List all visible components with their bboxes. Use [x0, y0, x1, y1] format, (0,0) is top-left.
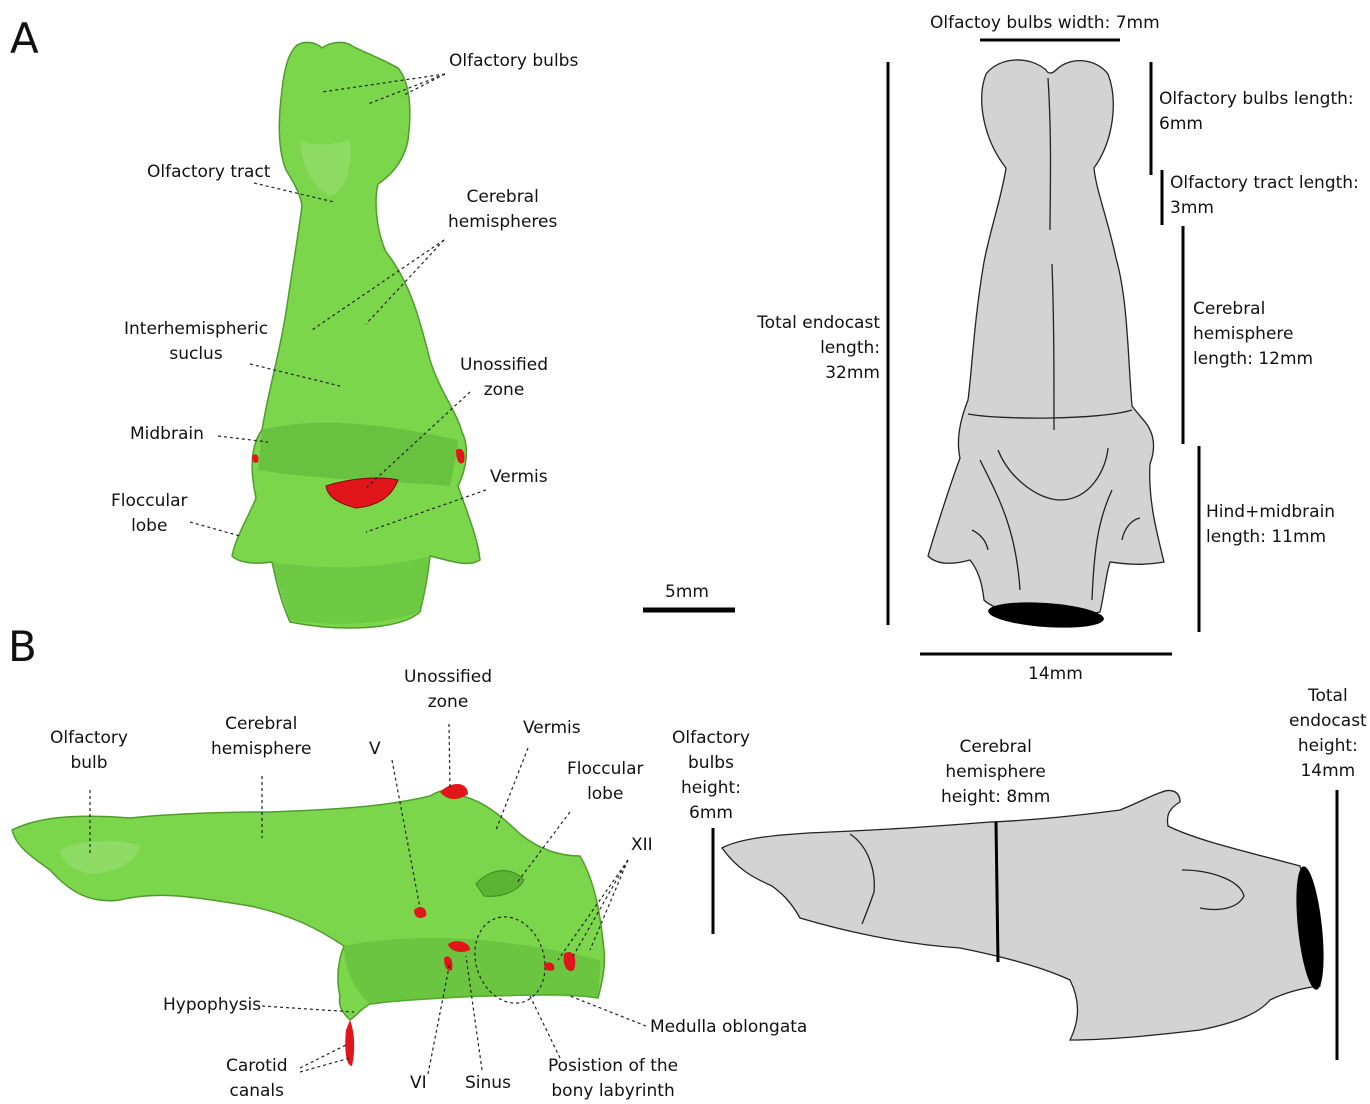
- measure-olfactory-bulbs-height: Olfactory bulbs height: 6mm: [672, 726, 750, 826]
- endocast-lateral-schematic: [722, 790, 1328, 1040]
- endocast-lateral-3d: [12, 784, 604, 1066]
- panel-label-b: B: [8, 626, 37, 668]
- label-olfactory-bulbs: Olfactory bulbs: [449, 49, 578, 74]
- panel-label-a: A: [10, 18, 39, 60]
- label-bony-labyrinth: Posistion of the bony labyrinth: [548, 1054, 678, 1104]
- label-sinus: Sinus: [465, 1071, 511, 1096]
- measure-hind-midbrain-length: Hind+midbrain length: 11mm: [1206, 500, 1335, 550]
- endocast-dorsal-3d: [232, 42, 480, 628]
- label-nerve-xii: XII: [631, 833, 653, 858]
- label-midbrain: Midbrain: [130, 422, 204, 447]
- measure-olfactory-bulbs-width: Olfactoy bulbs width: 7mm: [930, 11, 1160, 36]
- label-vermis-a: Vermis: [490, 465, 548, 490]
- measure-olfactory-tract-length: Olfactory tract length: 3mm: [1170, 171, 1359, 221]
- measure-cerebral-hemisphere-length: Cerebral hemisphere length: 12mm: [1193, 297, 1370, 372]
- label-unossified-zone-a: Unossified zone: [460, 353, 548, 403]
- label-medulla-oblongata: Medulla oblongata: [650, 1015, 807, 1040]
- label-floccular-lobe-b: Floccular lobe: [567, 757, 644, 807]
- label-hypophysis: Hypophysis: [163, 993, 261, 1018]
- label-nerve-vi: VI: [410, 1071, 427, 1096]
- label-unossified-zone-b: Unossified zone: [404, 665, 492, 715]
- measure-olfactory-bulbs-length: Olfactory bulbs length: 6mm: [1159, 87, 1354, 137]
- label-carotid-canals: Carotid canals: [226, 1054, 287, 1104]
- label-nerve-v: V: [369, 737, 381, 762]
- scale-bar-label: 5mm: [665, 580, 709, 605]
- measure-width-14mm: 14mm: [1028, 662, 1083, 687]
- label-olfactory-tract: Olfactory tract: [147, 160, 270, 185]
- label-interhemispheric-sulcus: Interhemispheric suclus: [124, 317, 268, 367]
- label-olfactory-bulb-b: Olfactory bulb: [50, 726, 128, 776]
- label-cerebral-hemisphere-b: Cerebral hemisphere: [211, 712, 311, 762]
- measure-total-endocast-height: Total endocast height: 14mm: [1289, 684, 1367, 784]
- label-vermis-b: Vermis: [523, 716, 581, 741]
- measure-total-endocast-length: Total endocast length: 32mm: [694, 311, 880, 386]
- label-floccular-lobe-a: Floccular lobe: [111, 489, 188, 539]
- measure-cerebral-hemisphere-height: Cerebral hemisphere height: 8mm: [941, 735, 1050, 810]
- label-cerebral-hemispheres: Cerebral hemispheres: [448, 185, 557, 235]
- endocast-dorsal-schematic: [928, 60, 1164, 631]
